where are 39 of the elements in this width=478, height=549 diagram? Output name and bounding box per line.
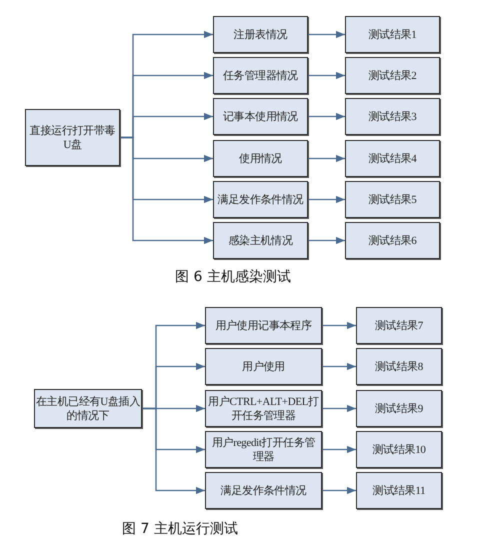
process-box: 测试结果10 (356, 431, 442, 468)
arrow (322, 446, 356, 454)
process-box: 满足发作条件情况 (205, 472, 322, 509)
arrow (308, 154, 345, 162)
process-box: 注册表情况 (213, 16, 308, 53)
process-box: 用户使用记事本程序 (205, 307, 322, 344)
process-box: 记事本使用情况 (213, 98, 308, 135)
arrow (308, 112, 345, 120)
arrow (308, 72, 345, 80)
arrow (142, 408, 205, 494)
process-box: 测试结果8 (356, 348, 442, 385)
process-box: 用户regedit打开任务管理器 (205, 431, 322, 468)
arrow (322, 404, 356, 412)
arrow (308, 196, 345, 204)
process-box: 测试结果11 (356, 472, 442, 509)
process-box: 在主机已经有U盘插入的情况下 (34, 389, 142, 428)
arrow (322, 362, 356, 370)
figure-caption: 图 6 主机感染测试 (175, 268, 291, 286)
process-box: 任务管理器情况 (213, 57, 308, 94)
process-box: 感染主机情况 (213, 222, 308, 259)
arrow (322, 322, 356, 330)
process-box: 测试结果3 (345, 98, 440, 135)
process-box: 测试结果9 (356, 390, 442, 427)
arrow (308, 236, 345, 244)
process-box: 直接运行打开带毒U盘 (25, 109, 120, 166)
process-box: 测试结果2 (345, 57, 440, 94)
arrow (308, 30, 345, 38)
process-box: 测试结果6 (345, 222, 440, 259)
process-box: 测试结果7 (356, 307, 442, 344)
process-box: 测试结果5 (345, 181, 440, 218)
process-box: 满足发作条件情况 (213, 181, 308, 218)
figure-caption: 图 7 主机运行测试 (122, 520, 238, 538)
process-box: 用户使用 (205, 348, 322, 385)
process-box: 使用情况 (213, 140, 308, 177)
arrow (120, 136, 213, 244)
arrow (322, 486, 356, 494)
process-box: 测试结果1 (345, 16, 440, 53)
process-box: 用户CTRL+ALT+DEL打开任务管理器 (205, 390, 322, 427)
process-box: 测试结果4 (345, 140, 440, 177)
